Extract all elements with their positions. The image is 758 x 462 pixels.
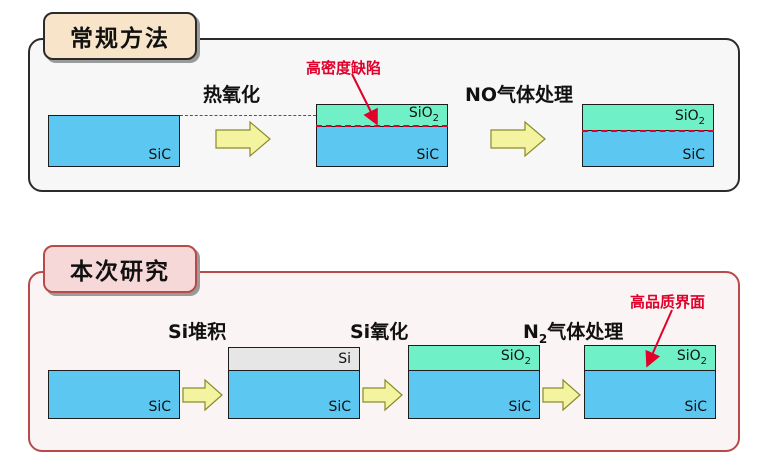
sic-label: SiC [148, 147, 171, 163]
conventional-method-title: 常规方法 [43, 12, 197, 60]
si-label: Si [338, 351, 351, 367]
process-arrow-icon [215, 120, 271, 158]
sic-label: SiC [508, 399, 531, 415]
si-deposition-label: Si堆积 [168, 321, 227, 343]
process-arrow-icon [182, 378, 223, 412]
process-arrow-icon [542, 378, 581, 412]
sio2-label: SiO2 [676, 348, 707, 367]
high-quality-interface-label: 高品质界面 [630, 293, 706, 311]
reference-dashed-line [180, 115, 316, 116]
sic-label: SiC [328, 399, 351, 415]
process-arrow-icon [362, 378, 403, 412]
this-study-title: 本次研究 [43, 245, 197, 293]
no-gas-treatment-label: NO气体处理 [465, 84, 574, 106]
process-arrow-icon [490, 120, 546, 158]
sic-substrate: SiC [582, 130, 714, 167]
sio2-layer: SiO2 [316, 104, 448, 128]
sic-label: SiC [684, 399, 707, 415]
sio2-layer: SiO2 [582, 104, 714, 131]
high-density-defect-label: 高密度缺陷 [306, 59, 382, 77]
n2-gas-treatment-label: N2气体处理 [523, 321, 624, 346]
sio2-label: SiO2 [674, 108, 705, 127]
defect-pointer-icon [351, 73, 378, 126]
interface-pointer-icon [645, 309, 673, 368]
si-oxidation-label: Si氧化 [350, 321, 409, 343]
sic-label: SiC [148, 399, 171, 415]
sio2-label: SiO2 [500, 348, 531, 367]
sic-substrate: SiC [48, 370, 180, 419]
sic-label: SiC [416, 147, 439, 163]
sic-substrate: SiC [228, 370, 360, 419]
defect-interface-line [316, 125, 448, 127]
sic-substrate: SiC [48, 115, 180, 167]
sic-substrate: SiC [584, 370, 716, 419]
thermal-oxidation-label: 热氧化 [203, 84, 261, 106]
sio2-label: SiO2 [408, 105, 439, 124]
reduced-defect-interface-line [582, 130, 714, 132]
sic-label: SiC [682, 147, 705, 163]
sic-substrate: SiC [408, 370, 540, 419]
